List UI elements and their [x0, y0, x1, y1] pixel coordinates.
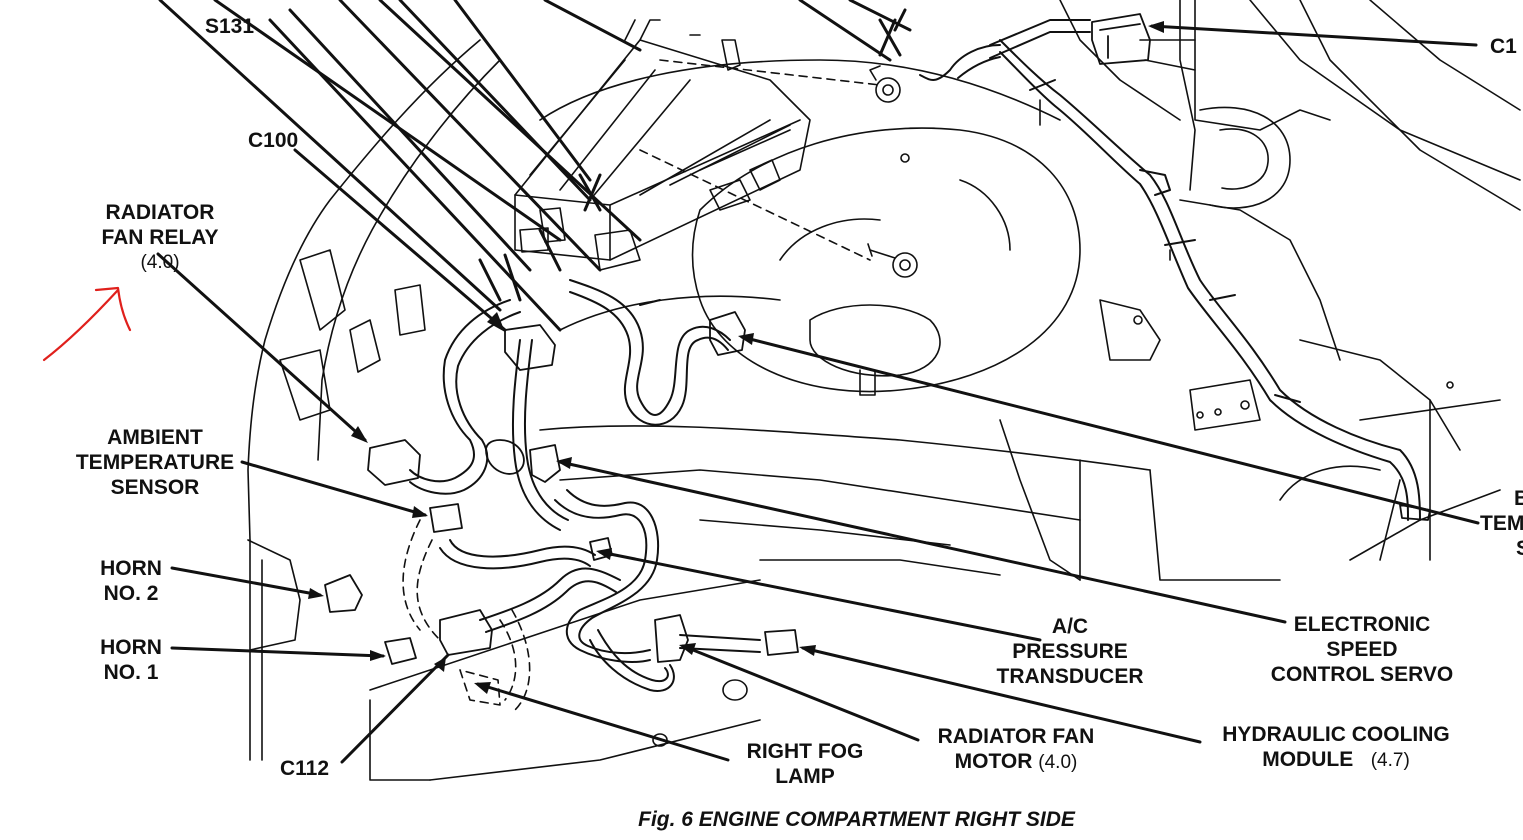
label-c1-partial: C1: [1490, 35, 1517, 58]
power-distribution-center: [514, 19, 811, 271]
label-horn-no2: HORN NO. 2: [100, 557, 162, 605]
inner-apron: [539, 0, 1521, 581]
leader-lines: [156, 0, 1480, 764]
harness-clips: [639, 79, 1301, 403]
label-radiator-fan-motor: RADIATOR FAN MOTOR (4.0): [937, 725, 1095, 773]
label-right-edge-partial: B TEM S: [1480, 487, 1523, 560]
red-hand-annotation: [42, 286, 132, 362]
fender-outline: [247, 39, 761, 781]
wiring-harness: [409, 19, 1421, 692]
fasteners: [652, 65, 1454, 747]
label-horn-no1: HORN NO. 1: [100, 636, 162, 684]
label-hydraulic-cooling-module: HYDRAULIC COOLING MODULE (4.7): [1222, 723, 1450, 771]
alignment-lines: [402, 59, 881, 711]
label-c112: C112: [280, 757, 330, 780]
label-electronic-speed-control-servo: ELECTRONIC SPEED CONTROL SERVO: [1270, 613, 1454, 686]
label-ambient-temperature-sensor: AMBIENT TEMPERATURE SENSOR: [75, 426, 235, 499]
label-s131: S131: [205, 15, 255, 38]
label-right-fog-lamp: RIGHT FOG LAMP: [746, 740, 864, 788]
figure-caption: Fig. 6 ENGINE COMPARTMENT RIGHT SIDE: [638, 808, 1075, 831]
label-ac-pressure-transducer: A/C PRESSURE TRANSDUCER: [996, 615, 1144, 688]
label-radiator-fan-relay: RADIATOR FAN RELAY (4.0): [101, 201, 219, 273]
splice-marks: [478, 8, 907, 302]
label-c100: C100: [248, 129, 299, 152]
arrow-heads: [308, 21, 1164, 694]
connectors: [324, 13, 1431, 665]
